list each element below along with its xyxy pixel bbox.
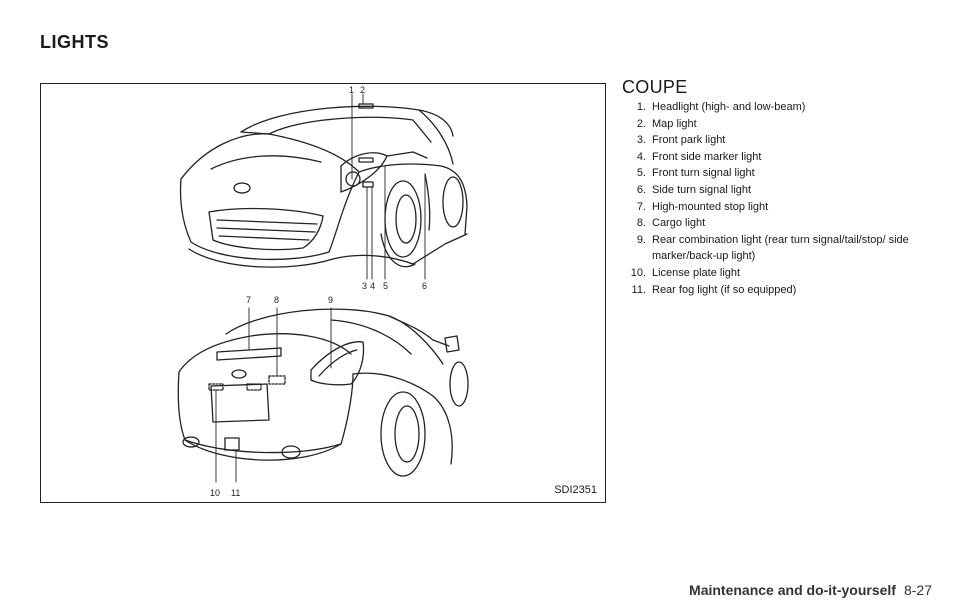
list-item: 7. High-mounted stop light bbox=[622, 199, 942, 216]
callout-4: 4 bbox=[370, 281, 375, 291]
list-item-number: 5. bbox=[636, 167, 646, 180]
list-item-number: 10. bbox=[630, 266, 646, 279]
footer-chapter: Maintenance and do-it-yourself bbox=[689, 582, 896, 598]
callout-1: 1 bbox=[349, 85, 354, 95]
front-car-drawing bbox=[179, 103, 468, 268]
list-item-number: 9. bbox=[636, 233, 646, 246]
coupe-subtitle: COUPE bbox=[622, 77, 688, 97]
list-item: 5. Front turn signal light bbox=[622, 165, 942, 182]
callout-3: 3 bbox=[362, 281, 367, 291]
list-item-text: Map light bbox=[652, 117, 697, 130]
list-item-number: 7. bbox=[636, 200, 646, 213]
callout-5: 5 bbox=[383, 281, 388, 291]
callout-11: 11 bbox=[231, 488, 240, 498]
list-item: 2. Map light bbox=[622, 116, 942, 133]
list-item-number: 2. bbox=[636, 117, 646, 130]
list-item: 10. License plate light bbox=[622, 265, 942, 282]
list-item-text: License plate light bbox=[652, 266, 741, 279]
list-item-number: 11. bbox=[631, 283, 646, 296]
front-callout-lines bbox=[351, 93, 426, 280]
callout-9: 9 bbox=[328, 295, 333, 305]
rear-callout-lines bbox=[215, 307, 332, 483]
figure-code: SDI2351 bbox=[554, 484, 597, 496]
list-item-text: Rear fog light (if so equipped) bbox=[652, 283, 797, 296]
page-footer: Maintenance and do-it-yourself 8-27 bbox=[689, 582, 932, 598]
section-title: LIGHTS bbox=[40, 32, 109, 52]
callout-6: 6 bbox=[422, 281, 427, 291]
list-item: 8. Cargo light bbox=[622, 215, 942, 232]
list-item: 3. Front park light bbox=[622, 132, 942, 149]
list-item-text: Front park light bbox=[652, 134, 726, 147]
callout-2: 2 bbox=[360, 85, 365, 95]
list-item: 1. Headlight (high- and low-beam) bbox=[622, 99, 942, 116]
footer-page-number: 8-27 bbox=[903, 582, 932, 598]
list-item-text: Rear combination light (rear turn signal… bbox=[652, 233, 909, 263]
list-item-text: Front side marker light bbox=[652, 150, 762, 163]
list-item-number: 6. bbox=[636, 183, 646, 196]
list-item: 9. Rear combination light (rear turn sign… bbox=[622, 232, 942, 265]
car-illustration: 1 2 3 4 5 6 7 8 9 10 11 bbox=[177, 85, 469, 498]
list-item-text: High-mounted stop light bbox=[652, 200, 769, 213]
lights-figure: 1 2 3 4 5 6 7 8 9 10 11 SDI2351 bbox=[40, 83, 606, 503]
rear-car-drawing bbox=[177, 308, 469, 477]
list-item-number: 1. bbox=[636, 101, 646, 113]
callout-7: 7 bbox=[246, 295, 251, 305]
lights-list: 1. Headlight (high- and low-beam) 2. Map l… bbox=[622, 99, 942, 298]
list-item-text: Cargo light bbox=[652, 217, 706, 230]
list-item-text: Headlight (high- and low-beam) bbox=[652, 101, 806, 113]
list-item-text: Front turn signal light bbox=[652, 167, 755, 180]
list-item: 11. Rear fog light (if so equipped) bbox=[622, 282, 942, 299]
callout-8: 8 bbox=[274, 295, 279, 305]
list-item-number: 4. bbox=[636, 150, 646, 163]
list-item: 6. Side turn signal light bbox=[622, 182, 942, 199]
callout-10: 10 bbox=[210, 488, 220, 498]
list-item-number: 8. bbox=[636, 217, 646, 230]
list-item-text: Side turn signal light bbox=[652, 183, 752, 196]
list-item-number: 3. bbox=[636, 134, 646, 147]
list-item: 4. Front side marker light bbox=[622, 149, 942, 166]
